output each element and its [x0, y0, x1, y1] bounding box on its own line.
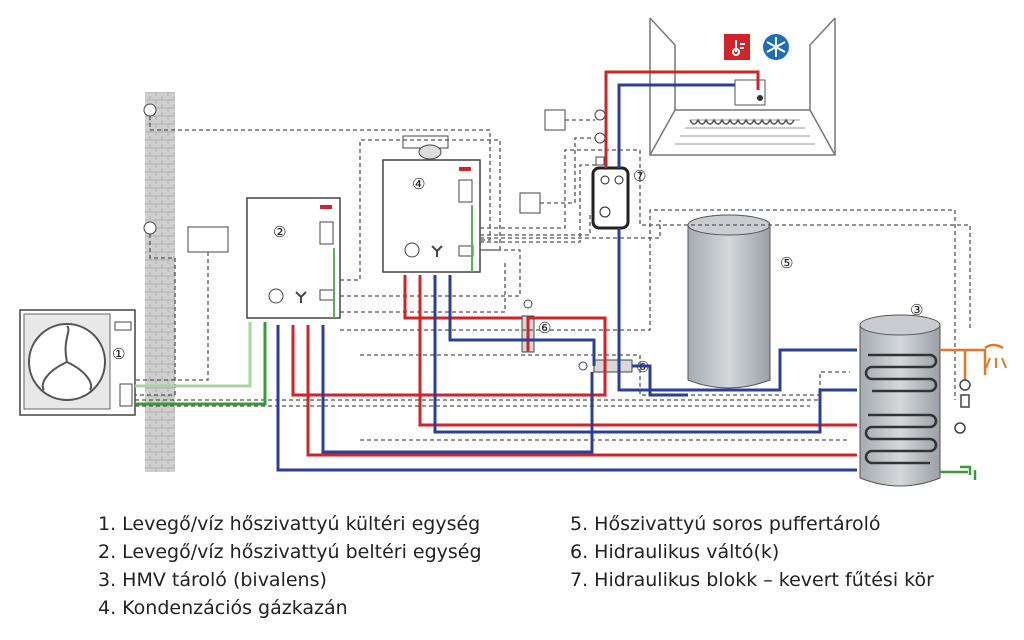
- marker-5: ⑤: [780, 254, 793, 272]
- legend-item-7: 7. Hidraulikus blokk – kevert fűtési kör: [570, 569, 934, 591]
- legend-left: 1. Levegő/víz hőszivattyú kültéri egység…: [98, 510, 482, 622]
- legend-item-2: 2. Levegő/víz hőszivattyú beltéri egység: [98, 541, 482, 563]
- legend-item-6: 6. Hidraulikus váltó(k): [570, 541, 780, 563]
- legend-item-1: 1. Levegő/víz hőszivattyú kültéri egység: [98, 513, 481, 535]
- heating-system-diagram: ① ② ④ ⑤ ③: [19, 17, 1007, 487]
- marker-7: ⑦: [633, 167, 646, 185]
- faucet-icon: [940, 465, 977, 480]
- legend-item-3: 3. HMV tároló (bivalens): [98, 569, 327, 591]
- marker-6a: ⑥: [538, 319, 551, 337]
- legend-item-5: 5. Hőszivattyú soros puffertároló: [570, 513, 881, 535]
- marker-1: ①: [112, 345, 125, 363]
- shower-icon: [985, 357, 1007, 369]
- wall: [145, 92, 175, 472]
- legend-item-4: 4. Kondenzációs gázkazán: [98, 597, 348, 619]
- cold-pipes: [276, 83, 857, 472]
- marker-4: ④: [412, 175, 425, 193]
- room-floor-heating: [649, 17, 836, 156]
- gas-boiler: ④: [382, 135, 481, 273]
- buffer-tank: ⑤: [687, 214, 793, 389]
- legend-right: 5. Hőszivattyú soros puffertároló 6. Hid…: [570, 510, 934, 594]
- sensor-icon: [143, 103, 157, 117]
- outdoor-unit: ①: [19, 309, 136, 416]
- hydraulic-switch-1: ⑥: [521, 299, 551, 353]
- dhw-tank: ③: [859, 301, 941, 487]
- control-wiring: [135, 116, 971, 441]
- marker-2: ②: [273, 223, 286, 241]
- refrigerant-lines: [135, 322, 267, 406]
- control-elements: [143, 103, 606, 253]
- dhw-outlets: [940, 343, 1007, 480]
- indoor-unit: ②: [246, 197, 341, 319]
- marker-3: ③: [910, 301, 923, 319]
- hot-pipes: [291, 70, 857, 457]
- hydraulic-block: ⑦: [591, 166, 646, 230]
